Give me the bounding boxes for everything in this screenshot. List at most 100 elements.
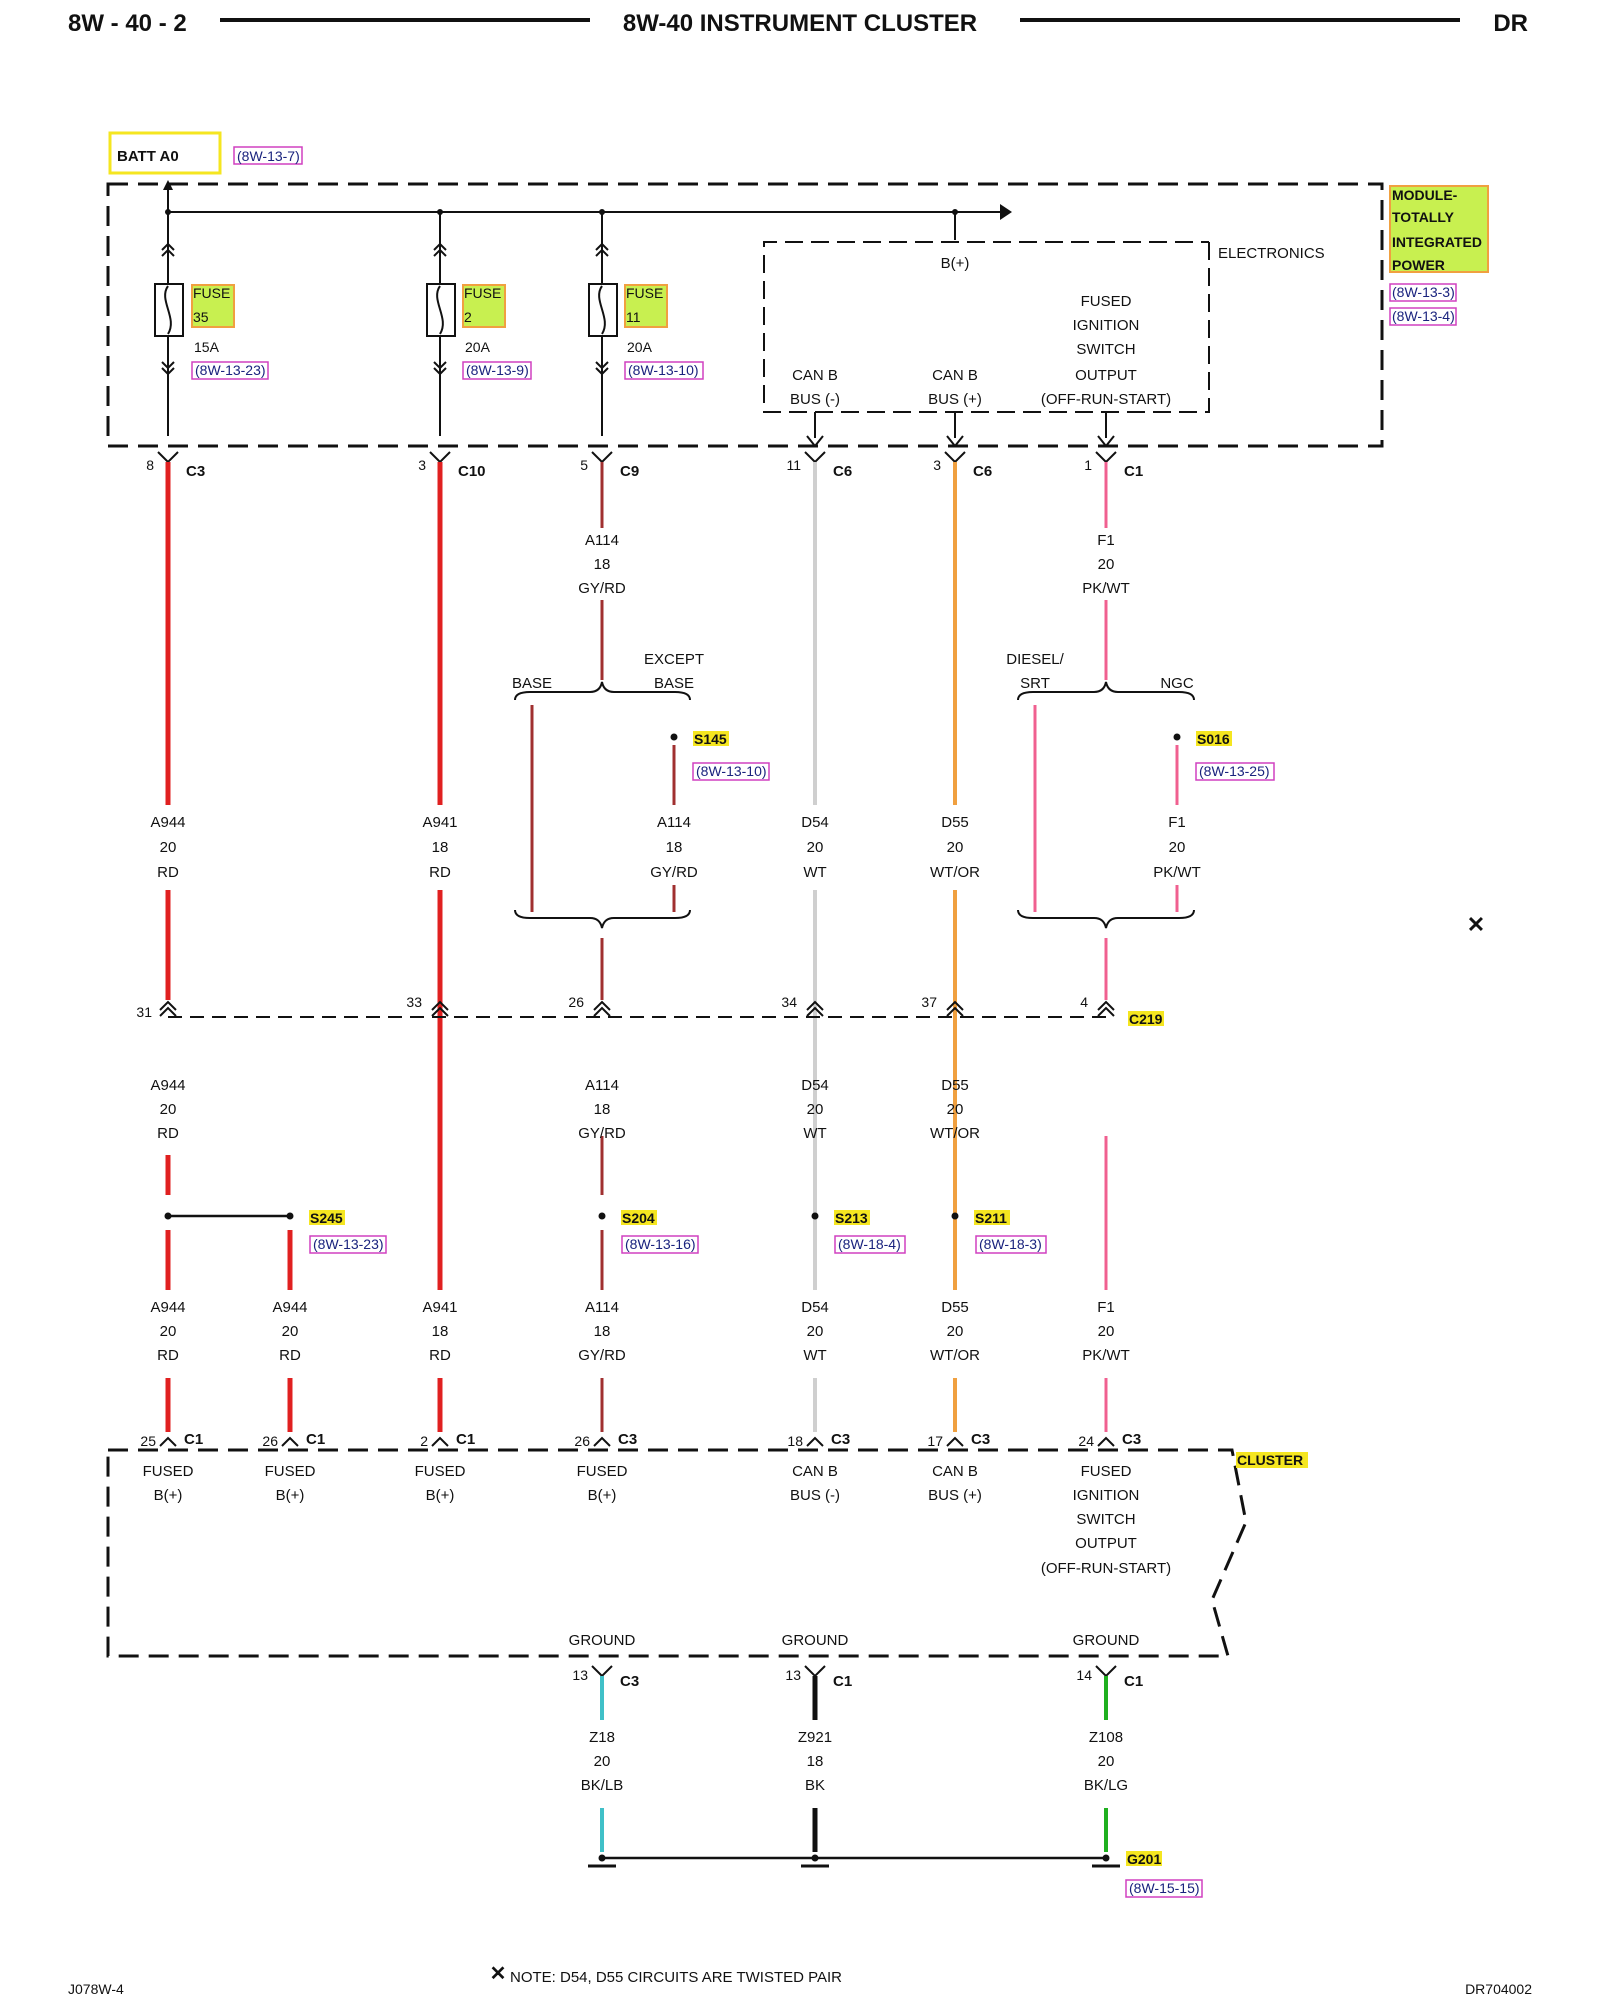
pin-top-1: 8 bbox=[146, 457, 154, 473]
la-a114-circuit: A114 bbox=[585, 1077, 619, 1094]
tipm-ref-1[interactable]: (8W-13-3) bbox=[1392, 284, 1455, 300]
ground-g201: G201 bbox=[1127, 1851, 1161, 1867]
splice-s016-ref[interactable]: (8W-13-25) bbox=[1199, 763, 1270, 779]
mid-f1-circuit: F1 bbox=[1168, 814, 1186, 831]
splice-s245-ref[interactable]: (8W-13-23) bbox=[313, 1236, 384, 1252]
cl-pin-4: 26 bbox=[574, 1433, 590, 1449]
tipm-label-box bbox=[1389, 185, 1489, 273]
lb-3-circuit: A941 bbox=[422, 1299, 457, 1316]
gw-1-gauge: 20 bbox=[594, 1753, 611, 1770]
cluster-pin-labels: FUSED B(+) FUSED B(+) FUSED B(+) FUSED B… bbox=[143, 1463, 1172, 1649]
a114-upper-color: GY/RD bbox=[578, 580, 626, 597]
cl-lbl-4a: FUSED bbox=[577, 1463, 628, 1480]
fuse-2-number: 2 bbox=[464, 309, 472, 325]
mid-wire-labels: A944 20 RD A941 18 RD A114 18 GY/RD D54 … bbox=[150, 814, 1200, 881]
footer-right: DR704002 bbox=[1465, 1981, 1532, 1997]
a114-upper-gauge: 18 bbox=[594, 556, 611, 573]
branch-except-1: EXCEPT bbox=[644, 651, 704, 668]
branch-base: BASE bbox=[512, 675, 552, 692]
fuse-11-ref[interactable]: (8W-13-10) bbox=[628, 362, 699, 378]
gnd-pin-1: 13 bbox=[572, 1667, 588, 1683]
f1-upper-color: PK/WT bbox=[1082, 580, 1130, 597]
mid-a941-gauge: 18 bbox=[432, 839, 449, 856]
c219-pin-4: 4 bbox=[1080, 994, 1088, 1010]
fuse-11-number: 11 bbox=[626, 309, 641, 325]
electronics-can-plus-2: BUS (+) bbox=[928, 391, 982, 408]
fuse-35: FUSE 35 15A (8W-13-23) bbox=[154, 242, 269, 380]
ground-g201-ref[interactable]: (8W-15-15) bbox=[1129, 1880, 1200, 1896]
mid-a941-color: RD bbox=[429, 864, 451, 881]
branch-except-2: BASE bbox=[654, 675, 694, 692]
fuse-2: FUSE 2 20A (8W-13-9) bbox=[426, 242, 532, 380]
cl-lbl-7e: (OFF-RUN-START) bbox=[1041, 1560, 1171, 1577]
lb-5-color: WT bbox=[803, 1347, 826, 1364]
tipm-label-1: MODULE- bbox=[1392, 187, 1458, 203]
lb-4-color: GY/RD bbox=[578, 1347, 626, 1364]
lb-2-gauge: 20 bbox=[282, 1323, 299, 1340]
cl-lbl-7c: SWITCH bbox=[1076, 1511, 1135, 1528]
f1-upper-circuit: F1 bbox=[1097, 532, 1115, 549]
fuse-35-ref[interactable]: (8W-13-23) bbox=[195, 362, 266, 378]
tipm-label-4: POWER bbox=[1392, 257, 1445, 273]
cl-lbl-1a: FUSED bbox=[143, 1463, 194, 1480]
electronics-fused-ign-4: OUTPUT bbox=[1075, 367, 1137, 384]
splice-s204-ref[interactable]: (8W-13-16) bbox=[625, 1236, 696, 1252]
gw-3-circuit: Z108 bbox=[1089, 1729, 1123, 1746]
cl-pin-5: 18 bbox=[787, 1433, 803, 1449]
cluster-label: CLUSTER bbox=[1237, 1452, 1303, 1468]
splice-s213-ref[interactable]: (8W-18-4) bbox=[838, 1236, 901, 1252]
lower-wire-labels-b: A944 20 RD A944 20 RD A941 18 RD A114 18… bbox=[150, 1299, 1129, 1364]
lb-7-gauge: 20 bbox=[1098, 1323, 1115, 1340]
conn-top-1: C3 bbox=[186, 463, 205, 480]
fuse-2-ref[interactable]: (8W-13-9) bbox=[466, 362, 529, 378]
cl-conn-5: C3 bbox=[831, 1431, 850, 1448]
cl-ground-3: GROUND bbox=[1073, 1632, 1140, 1649]
tipm-label-3: INTEGRATED bbox=[1392, 234, 1482, 250]
splice-s016: S016 bbox=[1197, 731, 1230, 747]
batt-ref[interactable]: (8W-13-7) bbox=[237, 148, 300, 164]
splice-s245: S245 bbox=[310, 1210, 343, 1226]
mid-d55-circuit: D55 bbox=[941, 814, 969, 831]
pin-top-3: 5 bbox=[580, 457, 588, 473]
gnd-pin-3: 14 bbox=[1076, 1667, 1092, 1683]
la-a944-color: RD bbox=[157, 1125, 179, 1142]
lb-7-circuit: F1 bbox=[1097, 1299, 1115, 1316]
cl-ground-1: GROUND bbox=[569, 1632, 636, 1649]
mid-d54-gauge: 20 bbox=[807, 839, 824, 856]
cl-conn-3: C1 bbox=[456, 1431, 475, 1448]
branch-diesel-2: SRT bbox=[1020, 675, 1050, 692]
tipm-ref-2[interactable]: (8W-13-4) bbox=[1392, 308, 1455, 324]
gnd-conn-1: C3 bbox=[620, 1673, 639, 1690]
electronics-can-plus-1: CAN B bbox=[932, 367, 978, 384]
c219-pin-26: 26 bbox=[568, 994, 584, 1010]
gw-1-circuit: Z18 bbox=[589, 1729, 615, 1746]
lb-3-color: RD bbox=[429, 1347, 451, 1364]
conn-top-6: C1 bbox=[1124, 463, 1143, 480]
lb-2-color: RD bbox=[279, 1347, 301, 1364]
fuse-2-amps: 20A bbox=[465, 339, 491, 355]
batt-label: BATT A0 bbox=[117, 148, 179, 165]
cluster-outline bbox=[106, 1448, 1248, 1658]
electronics-fused-ign-3: SWITCH bbox=[1076, 341, 1135, 358]
c219-pin-37: 37 bbox=[921, 994, 937, 1010]
splice-s211-ref[interactable]: (8W-18-3) bbox=[979, 1236, 1042, 1252]
gw-1-color: BK/LB bbox=[581, 1777, 624, 1794]
f1-upper-gauge: 20 bbox=[1098, 556, 1115, 573]
mid-f1-gauge: 20 bbox=[1169, 839, 1186, 856]
ground-wire-labels: Z18 20 BK/LB Z921 18 BK Z108 20 BK/LG bbox=[581, 1729, 1128, 1794]
c219-pin-33: 33 bbox=[406, 994, 422, 1010]
cl-pin-7: 24 bbox=[1078, 1433, 1094, 1449]
electronics-can-minus-2: BUS (-) bbox=[790, 391, 840, 408]
splice-s145-ref[interactable]: (8W-13-10) bbox=[696, 763, 767, 779]
mid-a944-gauge: 20 bbox=[160, 839, 177, 856]
gnd-conn-2: C1 bbox=[833, 1673, 852, 1690]
gw-3-color: BK/LG bbox=[1084, 1777, 1128, 1794]
mid-a114-circuit: A114 bbox=[657, 814, 691, 831]
conn-top-3: C9 bbox=[620, 463, 639, 480]
pin-top-2: 3 bbox=[418, 457, 426, 473]
cl-pin-6: 17 bbox=[927, 1433, 943, 1449]
lb-2-circuit: A944 bbox=[272, 1299, 307, 1316]
lb-5-gauge: 20 bbox=[807, 1323, 824, 1340]
electronics-label: ELECTRONICS bbox=[1218, 245, 1325, 262]
